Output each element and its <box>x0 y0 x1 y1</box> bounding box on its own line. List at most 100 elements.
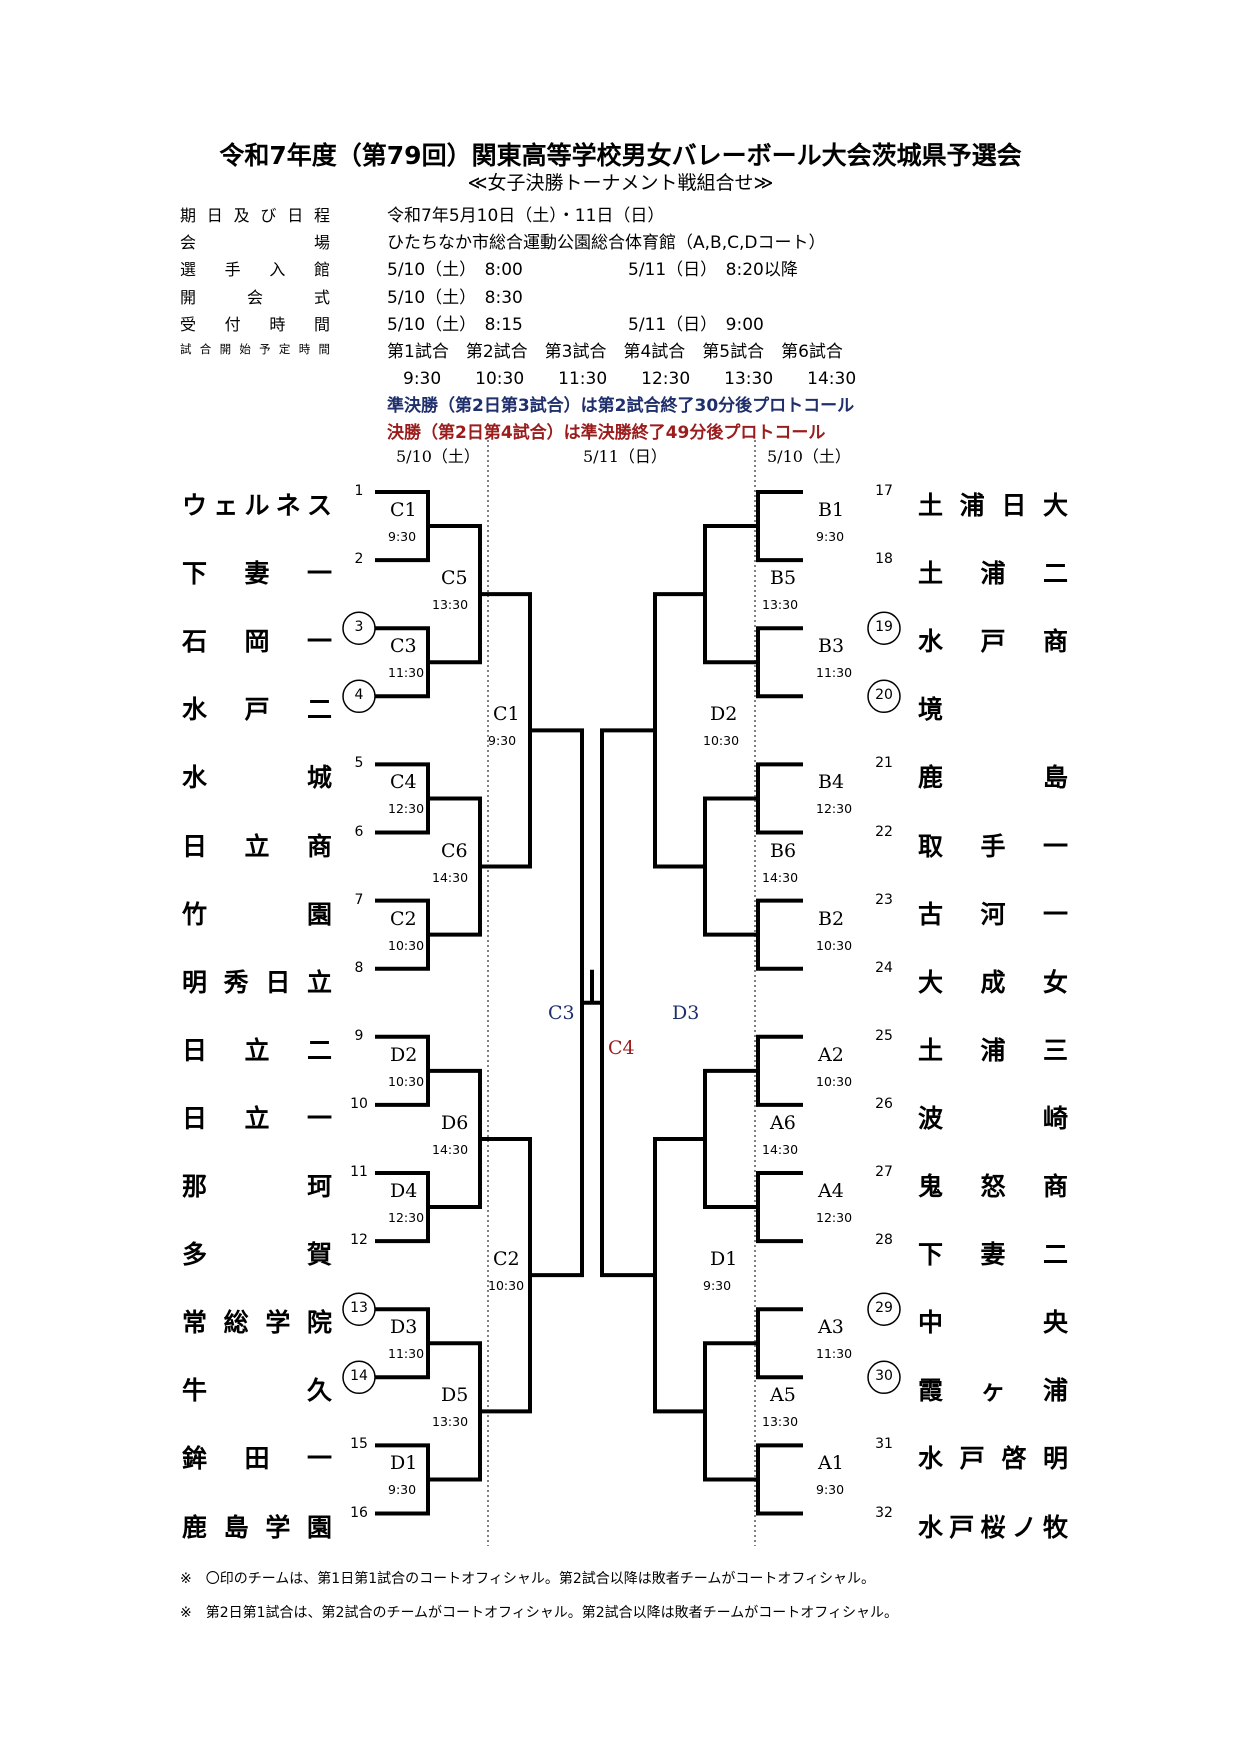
info-label-dates: 期日及び日程 <box>180 206 330 225</box>
left-r1-match-time: 11:30 <box>388 665 425 681</box>
right-team-name: 水戸啓明 <box>918 1444 1068 1474</box>
seed-circle <box>867 1292 901 1326</box>
seed-circle <box>867 1360 901 1395</box>
left-r2-bracket <box>428 1341 482 1482</box>
left-team-seed: 11 <box>350 1164 368 1180</box>
left-team-seed: 13 <box>350 1300 368 1317</box>
final-label: C4 <box>608 1037 635 1059</box>
left-team-seed: 5 <box>354 755 364 772</box>
info-label-venue: 会 場 <box>180 233 330 252</box>
right-r3-bracket <box>653 592 705 869</box>
semi-left-label: C3 <box>548 1002 575 1024</box>
left-r1-match-code: C3 <box>390 635 417 658</box>
left-team-name: 日立二 <box>182 1035 332 1065</box>
info-value-opening: 5/10（土） 8:30 <box>387 288 523 308</box>
right-team-name: 水戸商 <box>918 627 1068 657</box>
info-value-start-times: 9:30 10:30 11:30 12:30 13:30 14:30 <box>403 369 857 389</box>
left-r3-match-time: 9:30 <box>488 733 517 749</box>
left-r1-match-time: 10:30 <box>388 937 425 953</box>
seed-circle <box>342 611 376 645</box>
right-r1-match-time: 12:30 <box>816 1210 853 1226</box>
left-team-name: 下妻一 <box>182 559 332 589</box>
right-team-name: 下妻二 <box>918 1240 1068 1270</box>
right-r2-match-time: 14:30 <box>762 1141 799 1157</box>
left-r2-match-time: 13:30 <box>432 597 469 613</box>
left-r2-bracket <box>428 524 482 665</box>
left-team-seed: 16 <box>350 1504 368 1521</box>
right-team-seed: 32 <box>875 1504 893 1521</box>
info-value-dates: 令和7年5月10日（土）・11日（日） <box>387 206 665 226</box>
left-r2-match-code: D6 <box>441 1111 469 1134</box>
left-team-seed: 2 <box>354 551 364 568</box>
left-team-seed: 9 <box>354 1027 364 1044</box>
left-r1-match-code: D3 <box>390 1316 418 1339</box>
right-r1-match-code: A4 <box>818 1180 844 1203</box>
left-r2-match-code: C5 <box>441 567 468 590</box>
right-r1-bracket <box>756 1034 803 1107</box>
right-r3-bracket <box>653 1136 705 1414</box>
left-r1-match-time: 12:30 <box>388 1210 425 1226</box>
left-team-name: 牛久 <box>182 1376 332 1406</box>
right-r1-bracket <box>756 626 803 699</box>
right-team-seed: 24 <box>875 959 893 976</box>
seed-circle <box>867 679 901 714</box>
right-r1-match-code: A1 <box>818 1452 844 1475</box>
right-r1-match-time: 11:30 <box>816 1346 853 1362</box>
left-team-seed: 3 <box>354 619 364 636</box>
semi-right-label: D3 <box>672 1002 700 1024</box>
right-team-seed: 23 <box>875 891 893 908</box>
right-team-seed: 30 <box>875 1368 893 1385</box>
right-r3-match-time: 9:30 <box>703 1278 732 1294</box>
left-team-name: 明秀日立 <box>182 967 332 997</box>
info-label-start-times: 試合開始予定時間 <box>180 342 330 356</box>
semifinal-note: 準決勝（第2日第3試合）は第2試合終了30分後プロトコール <box>387 396 855 416</box>
left-r3-match-code: C1 <box>493 703 520 726</box>
right-team-name: 境 <box>918 695 944 725</box>
info-value-game-slots: 第1試合 第2試合 第3試合 第4試合 第5試合 第6試合 <box>387 342 843 362</box>
info-label-opening: 開会式 <box>180 288 330 307</box>
left-team-name: 常総学院 <box>182 1308 332 1338</box>
left-r2-bracket <box>428 796 482 937</box>
right-r1-match-code: B3 <box>818 635 845 658</box>
left-team-seed: 12 <box>350 1232 368 1249</box>
right-r1-bracket <box>756 762 803 835</box>
left-team-seed: 7 <box>354 891 364 908</box>
left-r3-match-time: 10:30 <box>488 1278 525 1294</box>
right-r2-match-time: 13:30 <box>762 597 799 613</box>
left-team-name: 多賀 <box>182 1240 332 1270</box>
right-r2-bracket <box>703 1068 758 1210</box>
right-r1-match-code: B1 <box>818 499 845 522</box>
right-team-seed: 25 <box>875 1027 893 1044</box>
right-r2-match-time: 14:30 <box>762 869 799 885</box>
left-team-seed: 15 <box>350 1436 368 1453</box>
right-team-seed: 28 <box>875 1232 893 1249</box>
left-r1-match-code: C1 <box>390 499 417 522</box>
right-r1-match-code: A3 <box>818 1316 844 1339</box>
footnote-2: ※ 第2日第1試合は、第2試合のチームがコートオフィシャル。第2試合以降は敗者チ… <box>180 1605 898 1621</box>
right-team-name: 土浦二 <box>918 559 1068 589</box>
right-r2-match-code: A6 <box>770 1111 796 1134</box>
right-team-seed: 29 <box>875 1300 893 1317</box>
right-team-seed: 18 <box>875 551 893 568</box>
right-r1-match-time: 11:30 <box>816 665 853 681</box>
info-value-reception-day2: 5/11（日） 9:00 <box>628 315 764 335</box>
left-r1-match-time: 11:30 <box>388 1346 425 1362</box>
left-r1-match-code: D2 <box>390 1043 418 1066</box>
right-r2-bracket <box>703 1341 758 1482</box>
right-semi-bracket <box>600 728 655 1278</box>
seed-circle <box>342 679 376 714</box>
right-team-seed: 31 <box>875 1436 893 1453</box>
right-r1-match-time: 9:30 <box>816 1482 845 1498</box>
left-r1-match-time: 12:30 <box>388 801 425 817</box>
right-team-name: 霞ヶ浦 <box>918 1376 1068 1406</box>
info-value-entry: 5/10（土） 8:00 <box>387 260 523 280</box>
right-r2-match-code: B6 <box>770 839 797 862</box>
left-r1-match-code: D1 <box>390 1452 418 1475</box>
right-team-name: 水戸桜ノ牧 <box>918 1512 1068 1542</box>
right-r1-bracket <box>756 490 803 563</box>
left-r2-match-time: 13:30 <box>432 1414 469 1430</box>
info-value-venue: ひたちなか市総合運動公園総合体育館（A,B,C,Dコート） <box>387 233 826 253</box>
left-r2-match-time: 14:30 <box>432 1141 469 1157</box>
left-team-name: 那珂 <box>182 1172 332 1201</box>
right-team-name: 古河一 <box>918 899 1068 929</box>
